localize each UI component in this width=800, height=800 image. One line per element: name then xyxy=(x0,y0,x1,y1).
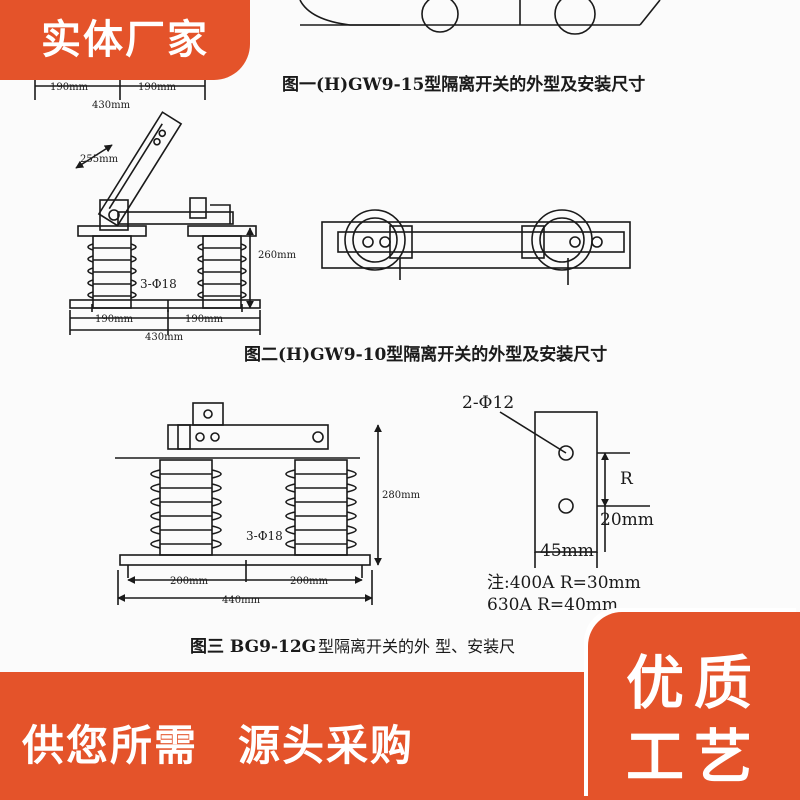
figure2-labels: 255mm 260mm 3-Φ18 190mm 190mm 430mm 图二(H… xyxy=(80,154,607,365)
detail-drawing xyxy=(499,411,650,568)
badge-line1: 优质 xyxy=(625,649,762,717)
bottom-right-badge: 优质 工艺 xyxy=(588,612,800,800)
top-left-badge: 实体厂家 xyxy=(0,0,250,80)
banner-right-text: 源头采购 xyxy=(238,721,415,770)
f2-dim-190a: 190mm xyxy=(95,314,134,325)
figure1-labels: 190mm 190mm 430mm 图一(H)GW9-15型隔离开关的外型及安装… xyxy=(50,74,645,111)
badge-line2: 工艺 xyxy=(625,723,762,791)
f2-dim-190b: 190mm xyxy=(185,314,224,325)
figure2-drawing xyxy=(69,111,631,335)
detail-dim-45: 45mm xyxy=(540,541,594,561)
banner-slogan: 供您所需源头采购 xyxy=(22,712,414,773)
detail-note-line1: 注:400A R=30mm xyxy=(487,573,641,593)
detail-labels: 2-Φ12 R 20mm 45mm 注:400A R=30mm 630A R=4… xyxy=(462,393,654,615)
f2-dim-430: 430mm xyxy=(145,332,184,343)
figure2-caption: 图二(H)GW9-10型隔离开关的外型及安装尺寸 xyxy=(244,344,607,365)
f3-dim-440: 440mm xyxy=(222,595,261,606)
f1-dim-190b: 190mm xyxy=(138,82,177,93)
figure1-caption: 图一(H)GW9-15型隔离开关的外型及安装尺寸 xyxy=(282,74,645,95)
f2-dim-260: 260mm xyxy=(258,250,297,261)
f1-dim-430: 430mm xyxy=(92,100,131,111)
detail-hole-label: 2-Φ12 xyxy=(462,393,514,413)
f2-dim-255: 255mm xyxy=(80,154,119,165)
figure3-caption-rest: 型隔离开关的外 型、安装尺 xyxy=(318,637,515,656)
f3-hole-label: 3-Φ18 xyxy=(246,529,283,543)
f3-dim-280: 280mm xyxy=(382,490,421,501)
f3-dim-200a: 200mm xyxy=(170,576,209,587)
banner-left-text: 供您所需 xyxy=(22,721,199,770)
figure3-labels: 280mm 3-Φ18 200mm 200mm 440mm 图三 BG9-12G… xyxy=(170,490,515,657)
f2-hole-label: 3-Φ18 xyxy=(140,277,177,291)
figure3-caption-bold: 图三 BG9-12G xyxy=(190,637,316,657)
detail-r-label: R xyxy=(620,469,634,489)
f3-dim-200b: 200mm xyxy=(290,576,329,587)
figure3-drawing xyxy=(115,402,382,605)
f1-dim-190a: 190mm xyxy=(50,82,89,93)
detail-dim-20: 20mm xyxy=(600,510,654,530)
figure1-drawing xyxy=(34,0,661,100)
detail-note-line2: 630A R=40mm xyxy=(487,595,618,615)
